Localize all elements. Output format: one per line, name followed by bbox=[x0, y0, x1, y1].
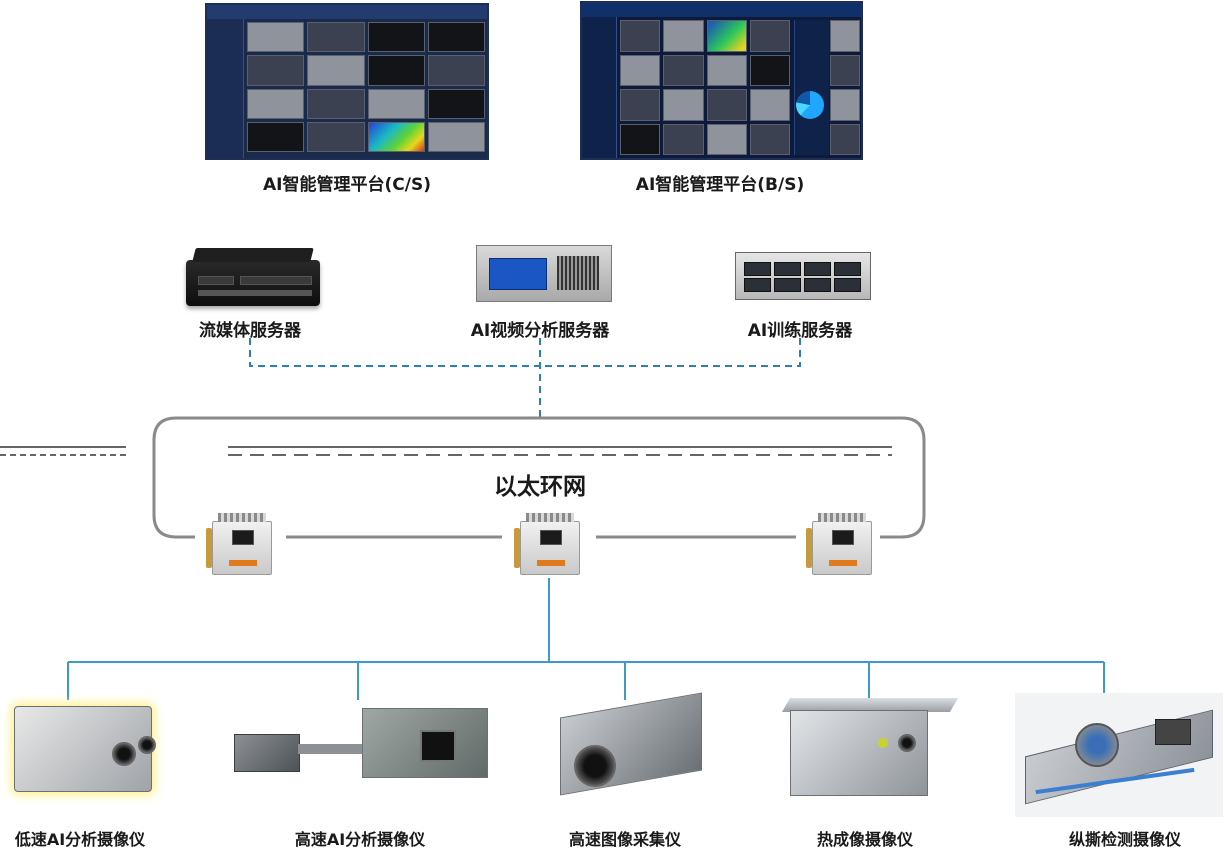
ethernet-ring bbox=[152, 416, 926, 539]
streaming-server-image bbox=[186, 248, 320, 306]
ring-switch-1 bbox=[206, 513, 272, 575]
bs-pie-chart bbox=[796, 91, 824, 119]
bs-platform-label: AI智能管理平台(B/S) bbox=[635, 175, 805, 195]
video-analysis-server-image bbox=[476, 245, 612, 302]
low-speed-camera-label: 低速AI分析摄像仪 bbox=[14, 830, 146, 849]
bs-device-tree-panel bbox=[582, 17, 617, 158]
cs-video-wall bbox=[247, 22, 485, 152]
low-speed-camera-image bbox=[14, 706, 164, 796]
ring-switch-2 bbox=[514, 513, 580, 575]
video-analysis-server-label: AI视频分析服务器 bbox=[470, 321, 610, 341]
tear-detection-camera-image bbox=[1015, 693, 1223, 817]
high-speed-camera-image bbox=[230, 700, 490, 780]
ethernet-ring-label: 以太环网 bbox=[494, 474, 586, 500]
bs-stats-panel bbox=[794, 20, 829, 155]
cs-platform-label: AI智能管理平台(C/S) bbox=[263, 175, 431, 195]
streaming-server-link bbox=[249, 338, 540, 367]
thermal-camera-label: 热成像摄像仪 bbox=[816, 830, 913, 849]
cs-window-titlebar bbox=[207, 5, 487, 19]
streaming-server-label: 流媒体服务器 bbox=[199, 321, 301, 341]
training-server-label: AI训练服务器 bbox=[747, 321, 853, 341]
image-capture-device-image bbox=[550, 692, 710, 796]
ring-switch-3 bbox=[806, 513, 872, 575]
tear-detection-camera-label: 纵撕检测摄像仪 bbox=[1068, 830, 1181, 849]
bs-platform-screenshot bbox=[580, 1, 863, 160]
image-capture-device-label: 高速图像采集仪 bbox=[568, 830, 681, 849]
bs-video-wall bbox=[620, 20, 790, 155]
bs-alarm-thumbnails bbox=[830, 20, 860, 155]
cs-platform-screenshot bbox=[205, 3, 489, 160]
training-server-image bbox=[735, 252, 871, 300]
training-server-link bbox=[540, 338, 801, 367]
cs-camera-tree-panel bbox=[207, 19, 244, 158]
thermal-camera-image bbox=[781, 698, 959, 798]
bs-window-titlebar bbox=[582, 3, 861, 17]
high-speed-camera-label: 高速AI分析摄像仪 bbox=[294, 830, 426, 849]
